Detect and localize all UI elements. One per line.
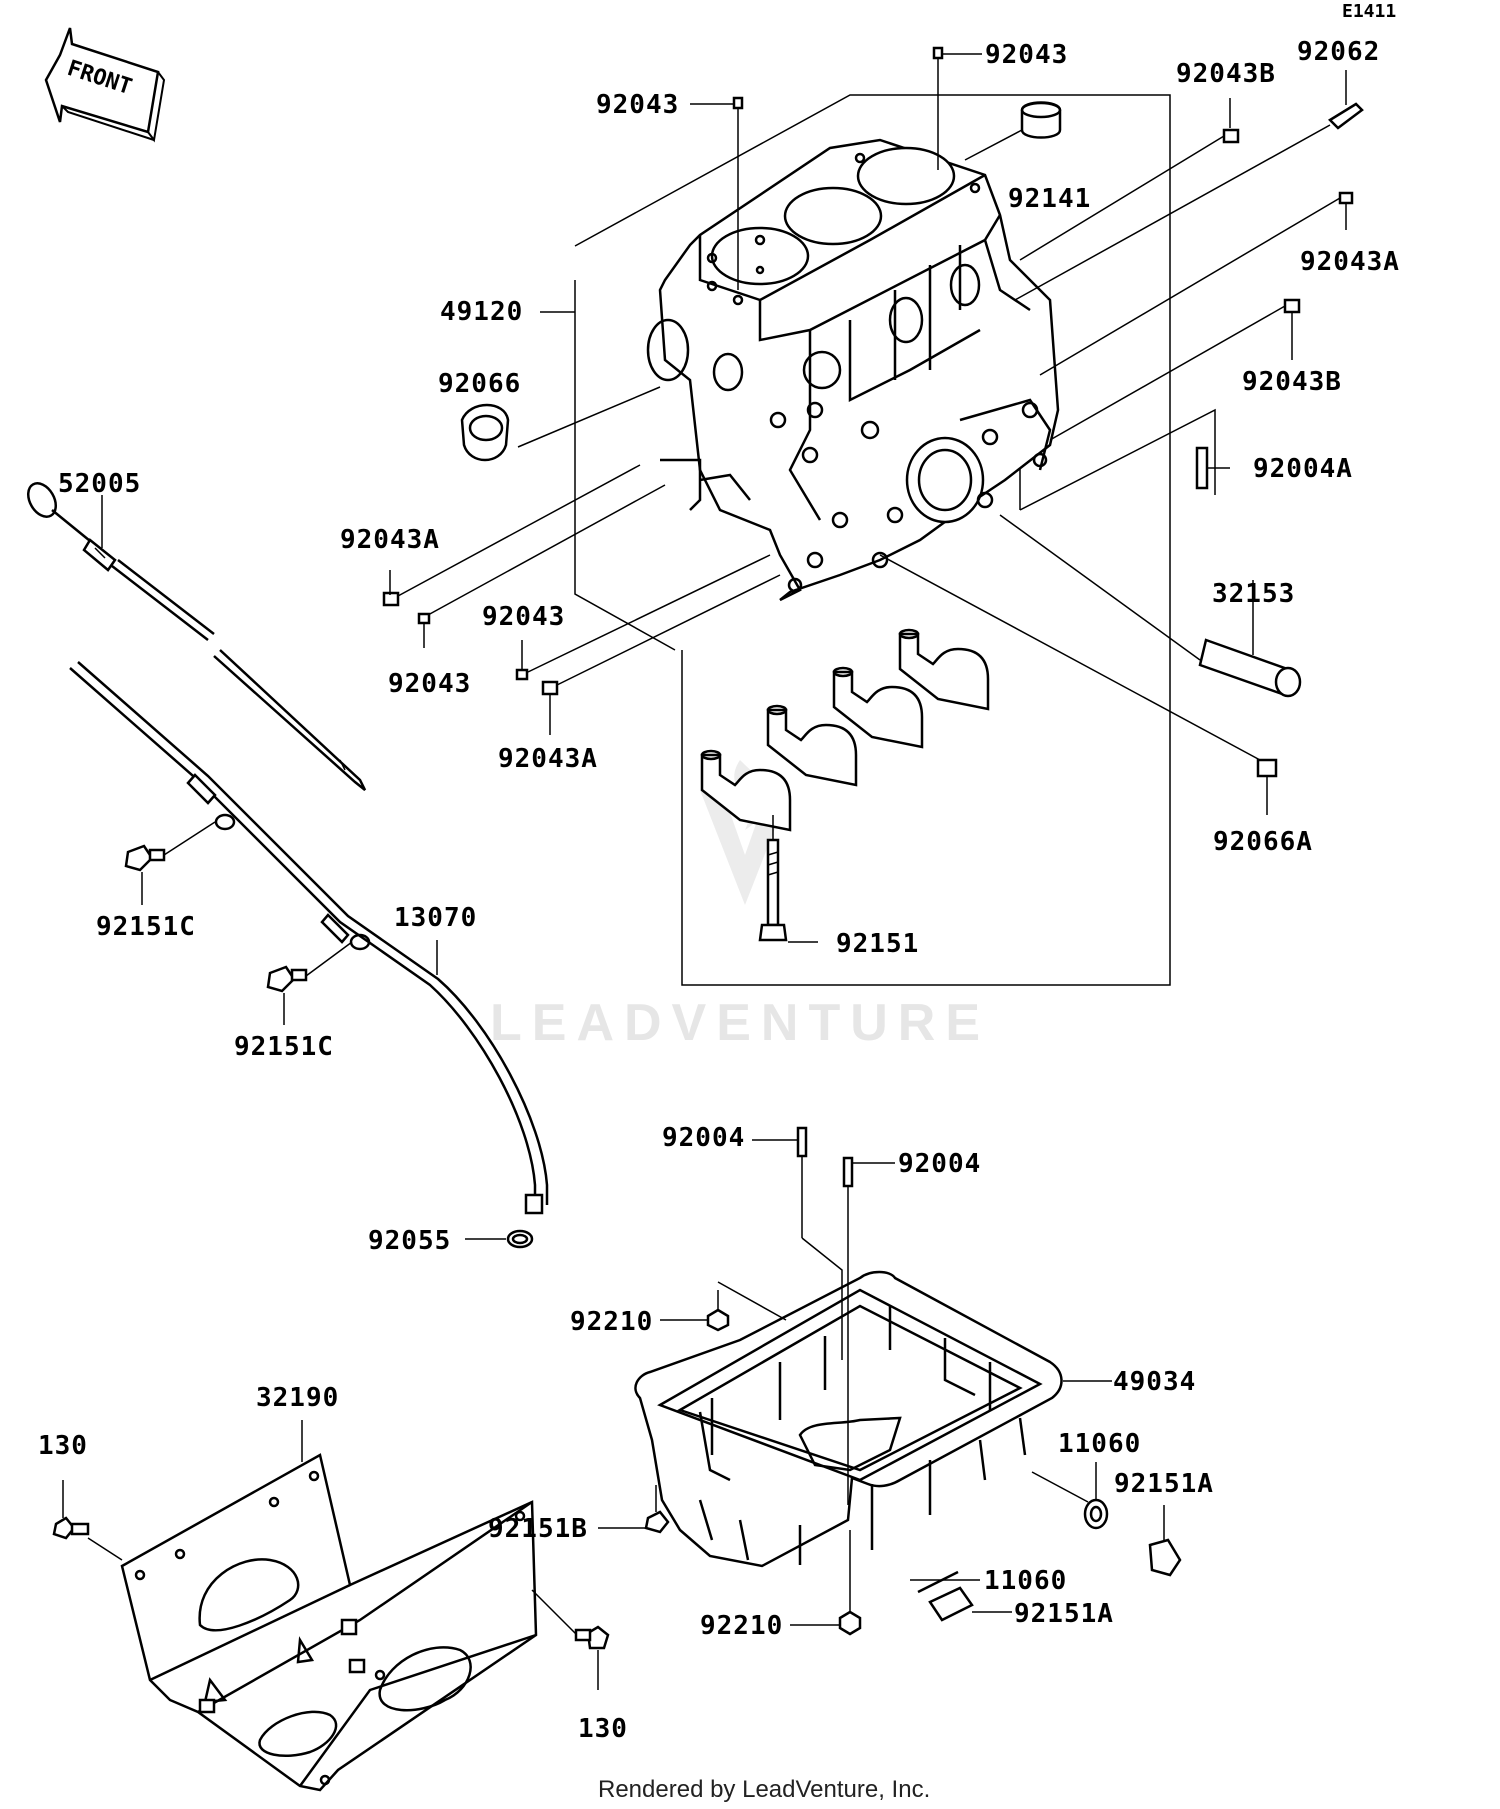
- part-label: 92043A: [340, 525, 440, 555]
- part-label: 11060: [984, 1566, 1067, 1596]
- part-label: 92151C: [234, 1032, 334, 1062]
- part-label: 11060: [1058, 1429, 1141, 1459]
- part-label: 92043A: [1300, 247, 1400, 277]
- leader-lines-dipstick: [141, 821, 506, 1240]
- skid-bolts: [52, 1516, 610, 1650]
- part-label: 92043B: [1176, 59, 1276, 89]
- front-arrow-icon: FRONT: [44, 27, 166, 143]
- part-label: 92043: [985, 40, 1068, 70]
- part-label: 92004: [662, 1123, 745, 1153]
- part-label: 92004: [898, 1149, 981, 1179]
- part-label: 92210: [570, 1307, 653, 1337]
- footer-credit: Rendered by LeadVenture, Inc.: [598, 1776, 930, 1803]
- part-label: 92151: [836, 929, 919, 959]
- part-label: 92043: [482, 602, 565, 632]
- part-label: 92043B: [1242, 367, 1342, 397]
- part-label: 52005: [58, 469, 141, 499]
- dipstick-guide: [69, 661, 549, 1249]
- part-label: 92043: [596, 90, 679, 120]
- cylinder-block: [646, 138, 1060, 602]
- part-label: 49120: [440, 297, 523, 327]
- part-label: 92066A: [1213, 827, 1313, 857]
- part-label: 32153: [1212, 579, 1295, 609]
- part-label: 92043: [388, 669, 471, 699]
- part-label: 92151B: [488, 1514, 588, 1544]
- diagram-code: E1411: [1342, 1, 1396, 22]
- part-label: 92151C: [96, 912, 196, 942]
- part-label: 92055: [368, 1226, 451, 1256]
- part-labels: 92043 92043 92043B 92062 92141 92043A 49…: [38, 37, 1400, 1744]
- part-label: 13070: [394, 903, 477, 933]
- leader-lines-skid: [62, 1420, 599, 1690]
- part-label: 92062: [1297, 37, 1380, 67]
- part-label: 92066: [438, 369, 521, 399]
- part-label: 49034: [1113, 1367, 1196, 1397]
- skid-plate: [120, 1453, 538, 1792]
- bolt-92151: [758, 815, 788, 942]
- part-label: 92151A: [1114, 1469, 1214, 1499]
- small-parts: [382, 46, 1364, 778]
- part-label: 92210: [700, 1611, 783, 1641]
- bearing-caps: [700, 628, 990, 832]
- part-label: 92043A: [498, 744, 598, 774]
- part-label: 92151A: [1014, 1599, 1114, 1629]
- part-label: 32190: [256, 1383, 339, 1413]
- leader-lines-block: [389, 53, 1347, 943]
- watermark-text: LEADVENTURE: [490, 994, 990, 1052]
- part-label: 130: [578, 1714, 628, 1744]
- part-label: 92004A: [1253, 454, 1353, 484]
- dipstick: [27, 482, 367, 791]
- part-label: 130: [38, 1431, 88, 1461]
- leader-lines-pan: [598, 1139, 1165, 1626]
- part-label: 92141: [1008, 184, 1091, 214]
